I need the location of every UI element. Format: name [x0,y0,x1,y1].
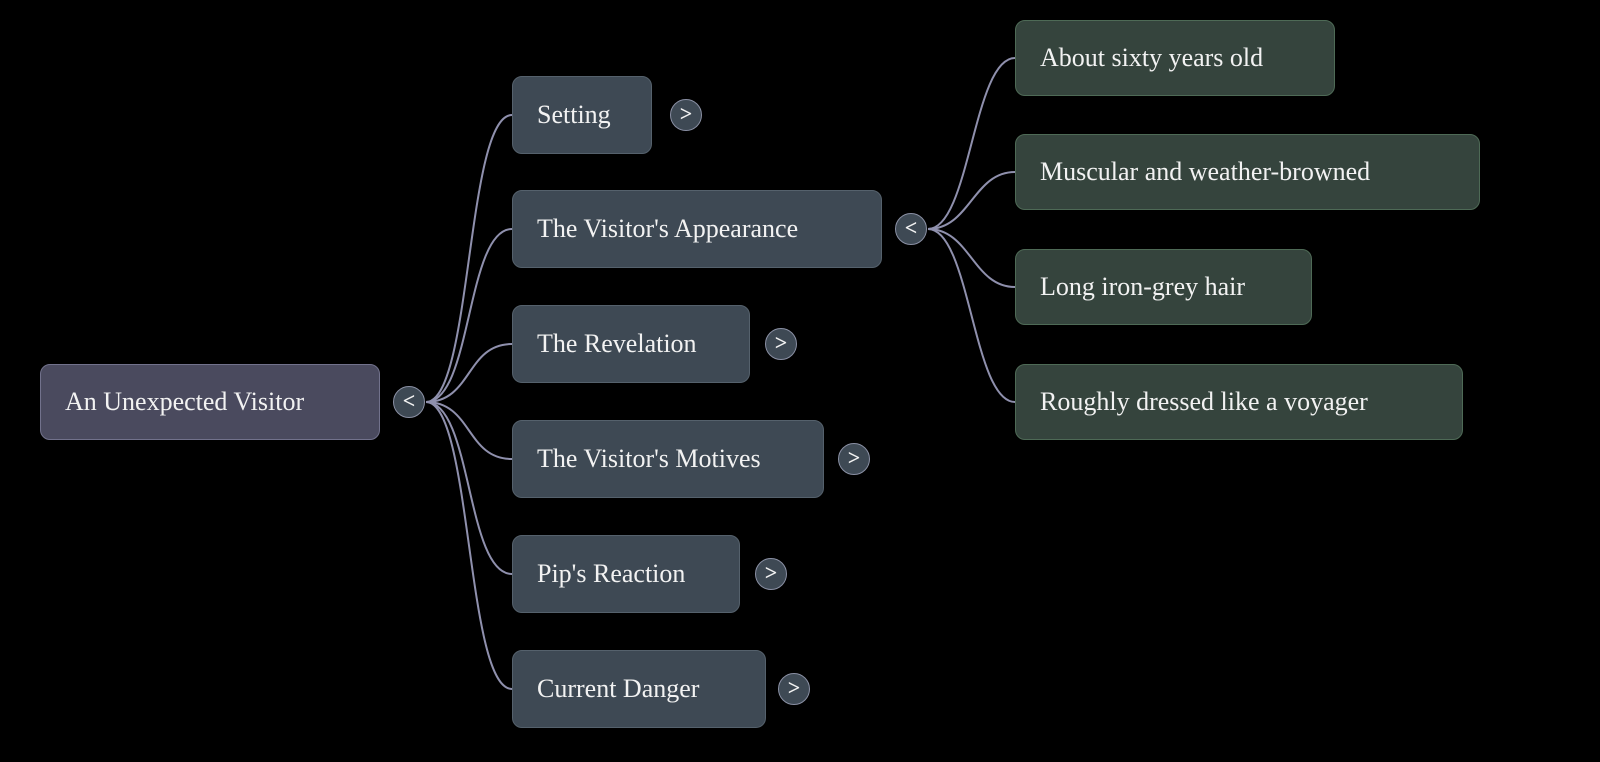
node-label: The Visitor's Motives [537,444,761,473]
node-long-iron-grey-hair[interactable]: Long iron-grey hair [1015,249,1312,325]
node-label: The Visitor's Appearance [537,214,799,243]
chevron-right-icon: > [679,101,693,126]
connector-edge [927,228,1016,403]
node-label: About sixty years old [1040,43,1264,72]
node-label: Setting [537,100,611,129]
chevron-left-icon: < [402,388,416,413]
connector-edge [927,228,1016,288]
connector-edge [927,57,1016,230]
node-label: Current Danger [537,674,700,703]
node-an-unexpected-visitor[interactable]: An Unexpected Visitor [40,364,380,440]
connector-edge [425,228,513,403]
expand-button-current-danger[interactable]: > [778,673,810,705]
chevron-right-icon: > [847,445,861,470]
connector-edge [425,401,513,690]
node-the-visitors-motives[interactable]: The Visitor's Motives [512,420,824,498]
node-the-visitors-appearance[interactable]: The Visitor's Appearance [512,190,882,268]
connector-edge [425,401,513,575]
node-label: The Revelation [537,329,697,358]
node-roughly-dressed-like-a-voyager[interactable]: Roughly dressed like a voyager [1015,364,1463,440]
node-pips-reaction[interactable]: Pip's Reaction [512,535,740,613]
connector-edge [425,401,513,460]
node-label: Long iron-grey hair [1040,272,1246,301]
node-label: An Unexpected Visitor [65,387,305,416]
collapse-button-the-visitors-appearance[interactable]: < [895,213,927,245]
chevron-left-icon: < [904,215,918,240]
expand-button-the-revelation[interactable]: > [765,328,797,360]
expand-button-the-visitors-motives[interactable]: > [838,443,870,475]
expand-button-setting[interactable]: > [670,99,702,131]
expand-button-pips-reaction[interactable]: > [755,558,787,590]
collapse-button-root[interactable]: < [393,386,425,418]
connector-edge [425,343,513,403]
node-label: Muscular and weather-browned [1040,157,1371,186]
node-label: Pip's Reaction [537,559,686,588]
chevron-right-icon: > [787,675,801,700]
chevron-right-icon: > [774,330,788,355]
connector-edge [927,171,1016,230]
node-current-danger[interactable]: Current Danger [512,650,766,728]
node-the-revelation[interactable]: The Revelation [512,305,750,383]
connector-edge [425,114,513,403]
node-label: Roughly dressed like a voyager [1040,387,1368,416]
node-setting[interactable]: Setting [512,76,652,154]
node-about-sixty-years-old[interactable]: About sixty years old [1015,20,1335,96]
chevron-right-icon: > [764,560,778,585]
node-muscular-and-weather-browned[interactable]: Muscular and weather-browned [1015,134,1480,210]
